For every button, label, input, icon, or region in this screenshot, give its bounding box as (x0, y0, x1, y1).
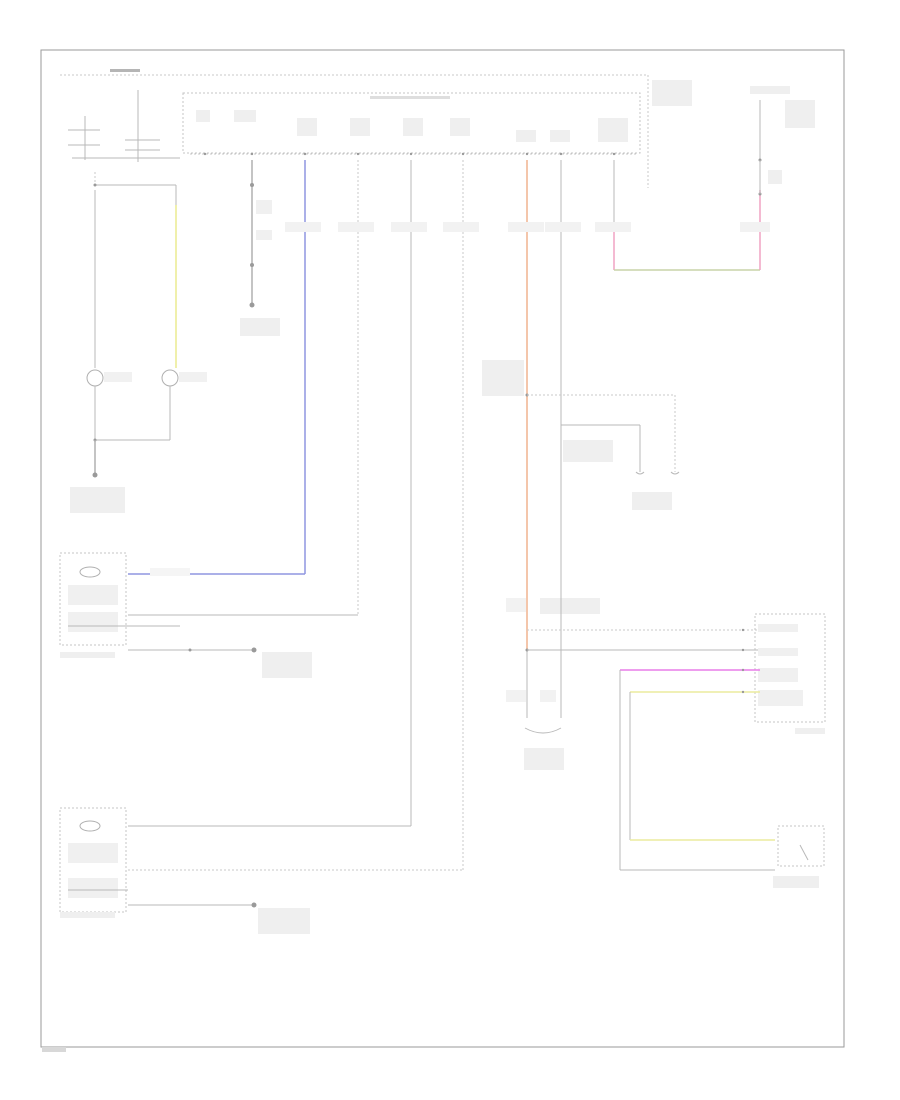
headlight-switch-module (182, 92, 641, 155)
instrument-cluster (619, 613, 826, 871)
top-power-bus (60, 69, 649, 188)
module-pins (203, 152, 616, 156)
module-circuits (128, 160, 761, 871)
auto-headlamp-sensor (773, 825, 825, 888)
right-headlamp (59, 807, 310, 934)
top-right-notes (652, 80, 815, 184)
left-headlamp (59, 552, 312, 678)
diagram-frame (40, 49, 845, 1048)
lower-headlamp-connector (506, 425, 760, 770)
park-lamp-circuit (70, 190, 207, 513)
headlamp-splice-area (482, 360, 680, 510)
page-tag (42, 1047, 66, 1052)
left-park-lamp-bulb (86, 369, 104, 387)
right-park-lamp-bulb (161, 369, 179, 387)
fuse-relay-block (68, 90, 180, 205)
top-right-fuse-circuit (758, 158, 762, 196)
module-ground-circuit (240, 160, 280, 336)
wire-label-blocks (285, 222, 770, 232)
